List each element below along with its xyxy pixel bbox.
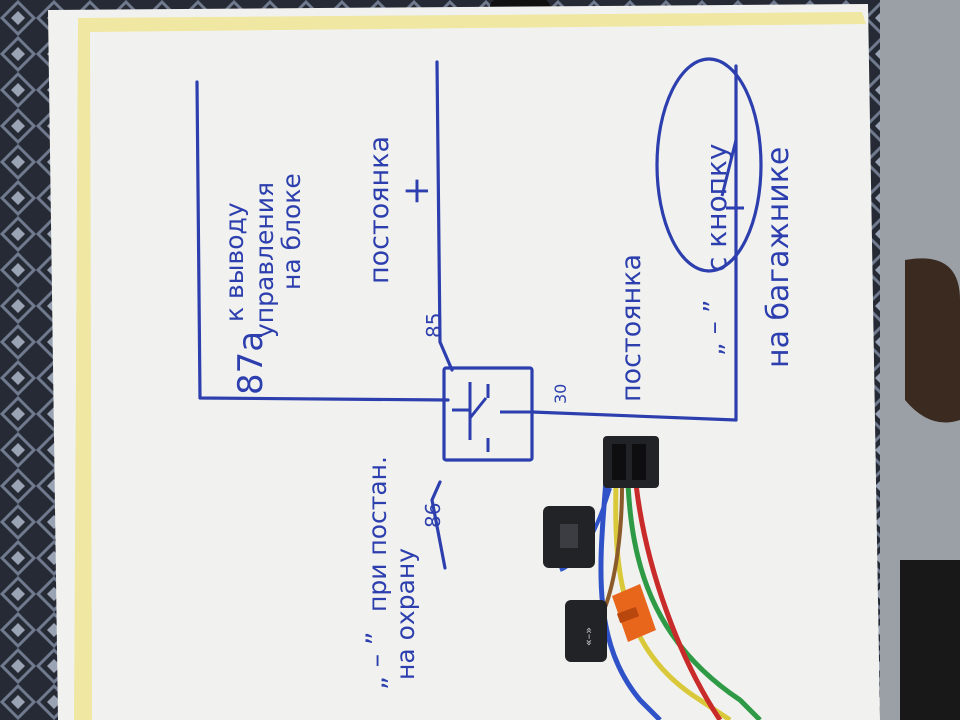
to-control-label-1: к выводу	[220, 202, 249, 322]
dark-object	[900, 560, 960, 720]
constant-plus-label: постоянка	[364, 136, 395, 284]
to-control-label-3: на блоке	[277, 173, 306, 290]
pin-30-label: 30	[551, 384, 570, 404]
relay-module	[543, 506, 595, 568]
small-plug: «–»	[565, 600, 607, 662]
minus-quote-label: „ – ”	[699, 300, 729, 356]
via-button-label: с кнопку	[700, 144, 733, 272]
to-control-label-2: управления	[250, 182, 279, 338]
circuit-wires	[195, 60, 738, 570]
pin-86-label: 86	[421, 503, 445, 528]
constant-minus-label: постоянка	[616, 254, 647, 402]
switch-icon	[655, 57, 763, 273]
trunk-label: на багажнике	[761, 147, 796, 368]
pin-85-label: 85	[422, 313, 446, 338]
plus-sign: +	[396, 176, 437, 206]
paper-sheet	[48, 4, 880, 720]
pin-87a-label: 87a	[231, 331, 271, 395]
on-arm-label-2: на охрану	[391, 548, 420, 680]
shoe-shadow	[905, 258, 960, 423]
orange-connector	[612, 584, 656, 642]
plug-marking: «–»	[582, 627, 595, 646]
relay-symbol-icon	[442, 366, 534, 462]
relay-socket	[603, 436, 659, 488]
on-arm-label-1: при постан.	[363, 456, 392, 612]
minus-quote-label-2: „ – ”	[361, 631, 392, 690]
